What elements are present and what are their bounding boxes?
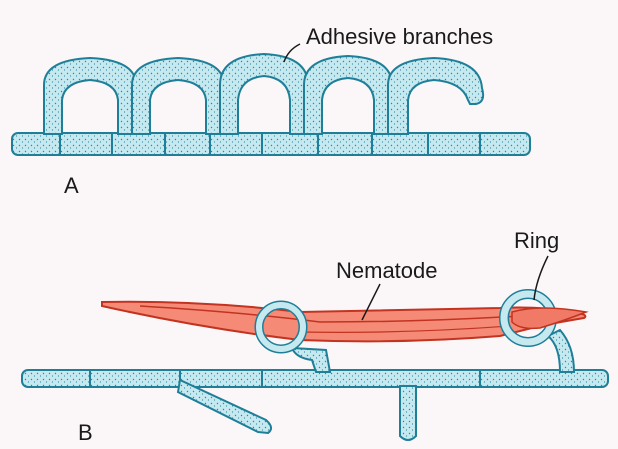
panel-a-label: A [64, 173, 79, 198]
adhesive-arch-1 [44, 58, 136, 134]
panel-b-main-hypha [22, 370, 608, 387]
adhesive-branches-label: Adhesive branches [306, 24, 493, 49]
ring-stalk-right [548, 330, 574, 372]
panel-a-main-hypha [12, 133, 530, 155]
ring-label: Ring [514, 228, 559, 253]
ring-stalk-left [292, 348, 330, 372]
panel-b-ring-trap: Nematode Ring B [22, 228, 608, 445]
nematode-label: Nematode [336, 258, 438, 283]
adhesive-arch-4 [304, 56, 392, 134]
adhesive-arch-2 [132, 58, 224, 134]
panel-a-adhesive-network: Adhesive branches A [12, 24, 530, 198]
adhesive-arch-5 [388, 58, 483, 134]
adhesive-arch-3 [220, 54, 308, 134]
panel-b-label: B [78, 420, 93, 445]
side-branch-down [400, 386, 416, 440]
adhesive-arches [44, 54, 483, 134]
